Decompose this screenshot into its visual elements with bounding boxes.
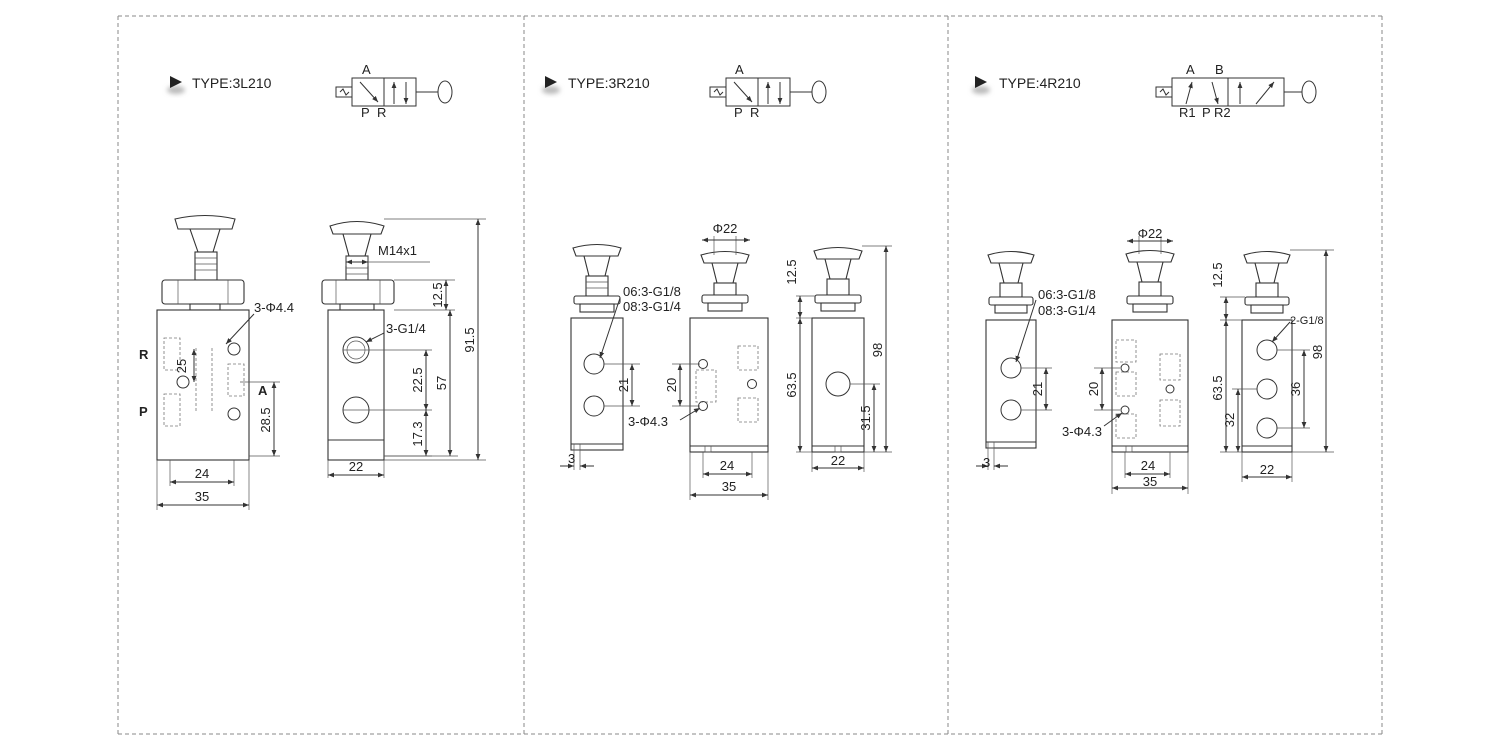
dia-callout: Φ22 [1138, 226, 1163, 241]
panel-3l210: TYPE:3L210 A P R [139, 62, 486, 510]
dim-35: 35 [1143, 474, 1157, 489]
dim-91-5: 91.5 [462, 327, 477, 352]
dim-35: 35 [195, 489, 209, 504]
port-mark-r: R [139, 347, 149, 362]
left-view: 06:3-G1/8 08:3-G1/4 21 3 [976, 250, 1096, 470]
dim-3: 3 [983, 455, 990, 470]
port-mark-p: P [139, 404, 148, 419]
type-label: TYPE:3R210 [568, 75, 650, 91]
port-label-r2: R2 [1214, 105, 1231, 120]
type-label: TYPE:3L210 [192, 75, 272, 91]
port-label-r: R [750, 105, 759, 120]
dim-24: 24 [1141, 458, 1155, 473]
dim-3: 3 [568, 451, 575, 466]
dim-25: 25 [174, 359, 189, 373]
port-label-p: P [1202, 105, 1211, 120]
valve-symbol: A P R [335, 62, 453, 120]
dim-31-5: 31.5 [858, 405, 873, 430]
right-view: 2-G1/8 12.5 63.5 32 36 98 [1210, 249, 1334, 482]
play-bullet-icon [975, 76, 987, 88]
port-callout-2: 08:3-G1/4 [623, 299, 681, 314]
dim-57: 57 [434, 376, 449, 390]
panel-4r210: TYPE:4R210 A B R1 P R2 [972, 62, 1334, 494]
dim-22: 22 [1260, 462, 1274, 477]
play-bullet-icon [545, 76, 557, 88]
right-view: 12.5 63.5 98 31.5 22 [784, 245, 892, 472]
dim-98: 98 [1310, 345, 1325, 359]
valve-symbol: A B R1 P R2 [1155, 62, 1317, 120]
type-title: TYPE:4R210 [972, 75, 1081, 94]
dim-20: 20 [664, 378, 679, 392]
front-view: R P A 3-Φ4.4 25 28.5 24 35 [139, 214, 294, 510]
type-label: TYPE:4R210 [999, 75, 1081, 91]
panel-borders [117, 15, 1383, 735]
dim-63-5: 63.5 [784, 372, 799, 397]
dim-22: 22 [349, 459, 363, 474]
dim-22-5: 22.5 [410, 367, 425, 392]
dim-24: 24 [195, 466, 209, 481]
hole-callout: 3-Φ4.3 [1062, 424, 1102, 439]
port-callout-2: 08:3-G1/4 [1038, 303, 1096, 318]
thread-callout: 3-G1/4 [386, 321, 426, 336]
thread-spec: M14x1 [378, 243, 417, 258]
dim-12-5: 12.5 [1210, 262, 1225, 287]
port-label-b: B [1215, 62, 1224, 77]
port-mark-a: A [258, 383, 268, 398]
dim-63-5: 63.5 [1210, 375, 1225, 400]
port-label-a: A [1186, 62, 1195, 77]
dim-24: 24 [720, 458, 734, 473]
dim-35: 35 [722, 479, 736, 494]
side-view: 3-G1/4 M14x1 12.5 22.5 17.3 57 [321, 218, 486, 478]
valve-symbol: A P R [709, 62, 827, 120]
port-label-a: A [362, 62, 371, 77]
port-label-p: P [734, 105, 743, 120]
port-label-p: P [361, 105, 370, 120]
left-view: 06:3-G1/8 08:3-G1/4 21 3 [560, 243, 681, 470]
dim-21: 21 [1030, 382, 1045, 396]
port-callout-1: 06:3-G1/8 [1038, 287, 1096, 302]
port-label-a: A [735, 62, 744, 77]
dim-32: 32 [1222, 413, 1237, 427]
port-label-r: R [377, 105, 386, 120]
center-view: Φ22 20 3-Φ4.3 24 35 [1062, 226, 1189, 494]
dim-22: 22 [831, 453, 845, 468]
port-label-r1: R1 [1179, 105, 1196, 120]
type-title: TYPE:3L210 [167, 75, 272, 94]
dim-36: 36 [1288, 382, 1303, 396]
dim-12-5: 12.5 [430, 282, 445, 307]
play-bullet-icon [170, 76, 182, 88]
hole-callout: 3-Φ4.3 [628, 414, 668, 429]
dim-21: 21 [616, 378, 631, 392]
panel-3r210: TYPE:3R210 A P R [542, 62, 892, 500]
hole-callout: 3-Φ4.4 [254, 300, 294, 315]
dim-28-5: 28.5 [258, 407, 273, 432]
dia-callout: Φ22 [713, 221, 738, 236]
center-view: Φ22 20 3-Φ4.3 24 35 [628, 221, 769, 500]
dim-20: 20 [1086, 382, 1101, 396]
port-callout-1: 06:3-G1/8 [623, 284, 681, 299]
dim-98: 98 [870, 343, 885, 357]
dim-17-3: 17.3 [410, 421, 425, 446]
type-title: TYPE:3R210 [542, 75, 650, 94]
thread-callout: 2-G1/8 [1290, 315, 1324, 327]
dim-12-5: 12.5 [784, 259, 799, 284]
